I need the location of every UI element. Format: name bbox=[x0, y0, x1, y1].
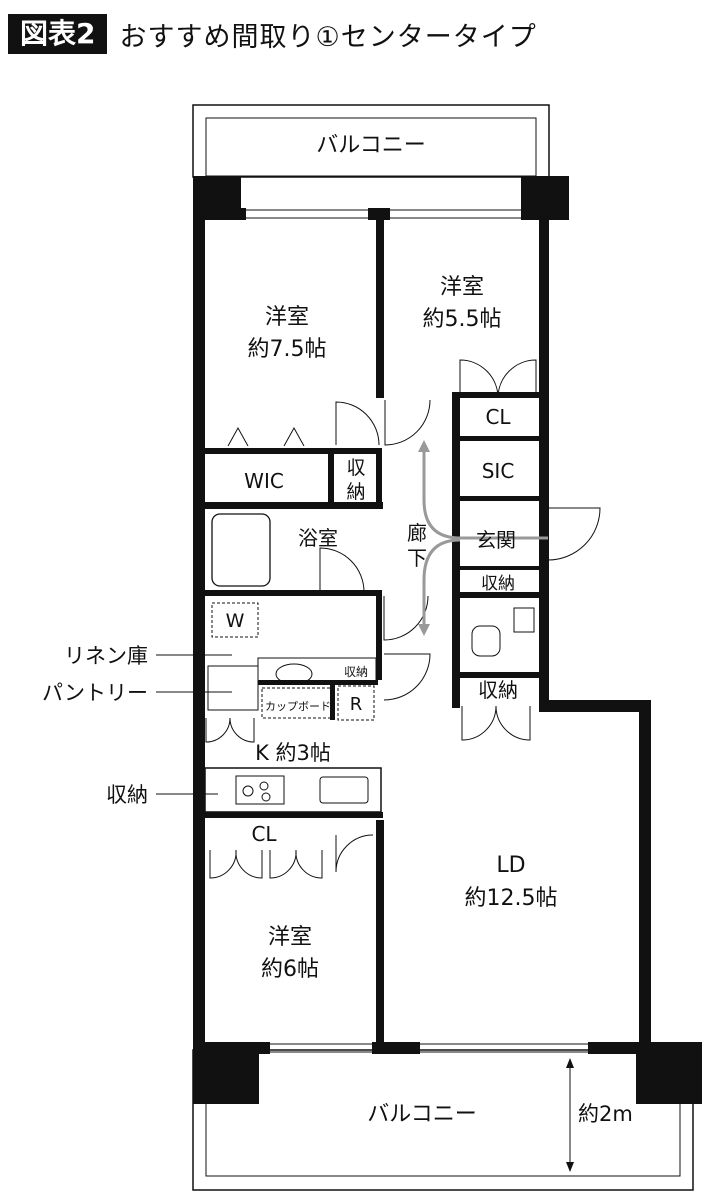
callout-storage: 収納 bbox=[106, 783, 148, 807]
kitchen-sink-icon bbox=[319, 776, 369, 804]
arrow-down-icon bbox=[418, 624, 430, 636]
label-room-b-size: 約5.5帖 bbox=[423, 307, 502, 332]
figure-title: おすすめ間取り①センタータイプ bbox=[119, 21, 537, 53]
door-swings bbox=[205, 359, 601, 879]
label-cl-bottom: CL bbox=[251, 822, 277, 846]
outer-walls bbox=[193, 208, 651, 1054]
cupboard-box bbox=[261, 687, 335, 719]
label-ld-size: 約12.5帖 bbox=[465, 886, 558, 911]
label-room-c-size: 約6帖 bbox=[261, 957, 319, 982]
vanity-outline bbox=[257, 657, 377, 683]
column-bottom-right bbox=[636, 1042, 702, 1104]
column-bottom-left bbox=[193, 1042, 259, 1104]
balcony-top-outline bbox=[192, 104, 550, 178]
label-storage-tiny: 収納 bbox=[344, 665, 368, 679]
column-top-right bbox=[521, 176, 569, 220]
label-room-c-name: 洋室 bbox=[268, 925, 312, 950]
label-storage-lower: 収納 bbox=[478, 678, 518, 702]
balcony-bottom-inner bbox=[205, 1049, 681, 1177]
label-hall-2: 下 bbox=[407, 546, 427, 570]
arrow-up-icon bbox=[418, 440, 430, 452]
label-storage-small-2: 納 bbox=[346, 481, 365, 503]
label-bath: 浴室 bbox=[298, 526, 338, 550]
dimension-arrow-icon bbox=[566, 1058, 574, 1068]
label-kitchen: K 約3帖 bbox=[255, 741, 331, 765]
figure-header: 図表2 おすすめ間取り①センタータイプ bbox=[8, 6, 537, 62]
callout-linen: リネン庫 bbox=[64, 644, 148, 668]
stove-icon bbox=[235, 775, 285, 805]
label-fridge: R bbox=[350, 694, 363, 715]
toilet-tank-icon bbox=[513, 607, 535, 633]
label-storage-entrance: 収納 bbox=[481, 574, 515, 594]
label-cl-top: CL bbox=[485, 405, 511, 429]
bathtub-icon bbox=[211, 513, 271, 587]
column-top-left bbox=[193, 176, 241, 220]
balcony-top-inner bbox=[205, 117, 537, 177]
label-room-a-size: 約7.5帖 bbox=[248, 337, 327, 362]
burner-icon bbox=[259, 781, 269, 791]
label-balcony-depth: 約2m bbox=[578, 1102, 633, 1126]
flow-arrows bbox=[422, 448, 548, 628]
label-entrance: 玄関 bbox=[476, 528, 516, 552]
burner-icon bbox=[261, 792, 271, 802]
label-cupboard: カップボード bbox=[265, 700, 331, 713]
pantry-outline bbox=[207, 665, 259, 711]
kitchen-counter bbox=[204, 767, 382, 813]
label-hall-1: 廊 bbox=[407, 521, 427, 545]
dimension-arrow-icon bbox=[566, 1162, 574, 1172]
label-sic: SIC bbox=[482, 459, 515, 483]
washbasin-icon bbox=[275, 663, 313, 685]
label-storage-small-1: 収 bbox=[346, 457, 365, 479]
burner-icon bbox=[242, 785, 254, 797]
label-balcony-bottom: バルコニー bbox=[367, 1102, 477, 1127]
label-wic: WIC bbox=[244, 469, 284, 493]
label-ld-name: LD bbox=[496, 853, 525, 878]
label-balcony-top: バルコニー bbox=[316, 133, 426, 158]
label-room-b-name: 洋室 bbox=[440, 275, 484, 300]
figure-badge: 図表2 bbox=[8, 14, 108, 54]
callout-pantry: パントリー bbox=[42, 681, 148, 705]
toilet-icon bbox=[471, 625, 501, 657]
fridge-box bbox=[337, 685, 375, 721]
label-washer: W bbox=[226, 610, 245, 632]
washer-box bbox=[211, 602, 259, 638]
label-room-a-name: 洋室 bbox=[265, 305, 309, 330]
windows bbox=[241, 209, 588, 1053]
